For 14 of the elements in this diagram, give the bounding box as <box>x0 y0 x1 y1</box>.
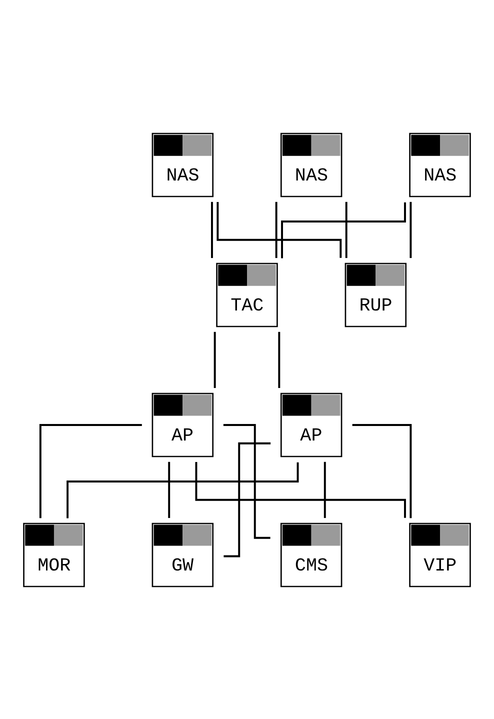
connector <box>66 462 299 518</box>
connector <box>214 331 216 388</box>
connector <box>195 461 406 518</box>
connector <box>281 202 406 258</box>
connector <box>275 201 278 258</box>
connector <box>168 461 170 518</box>
connector <box>410 201 412 258</box>
connector <box>211 201 213 258</box>
connector <box>324 461 326 518</box>
connector <box>352 424 412 518</box>
connector <box>39 424 142 518</box>
connector <box>278 331 280 388</box>
connector <box>216 202 342 258</box>
connector <box>345 201 348 258</box>
